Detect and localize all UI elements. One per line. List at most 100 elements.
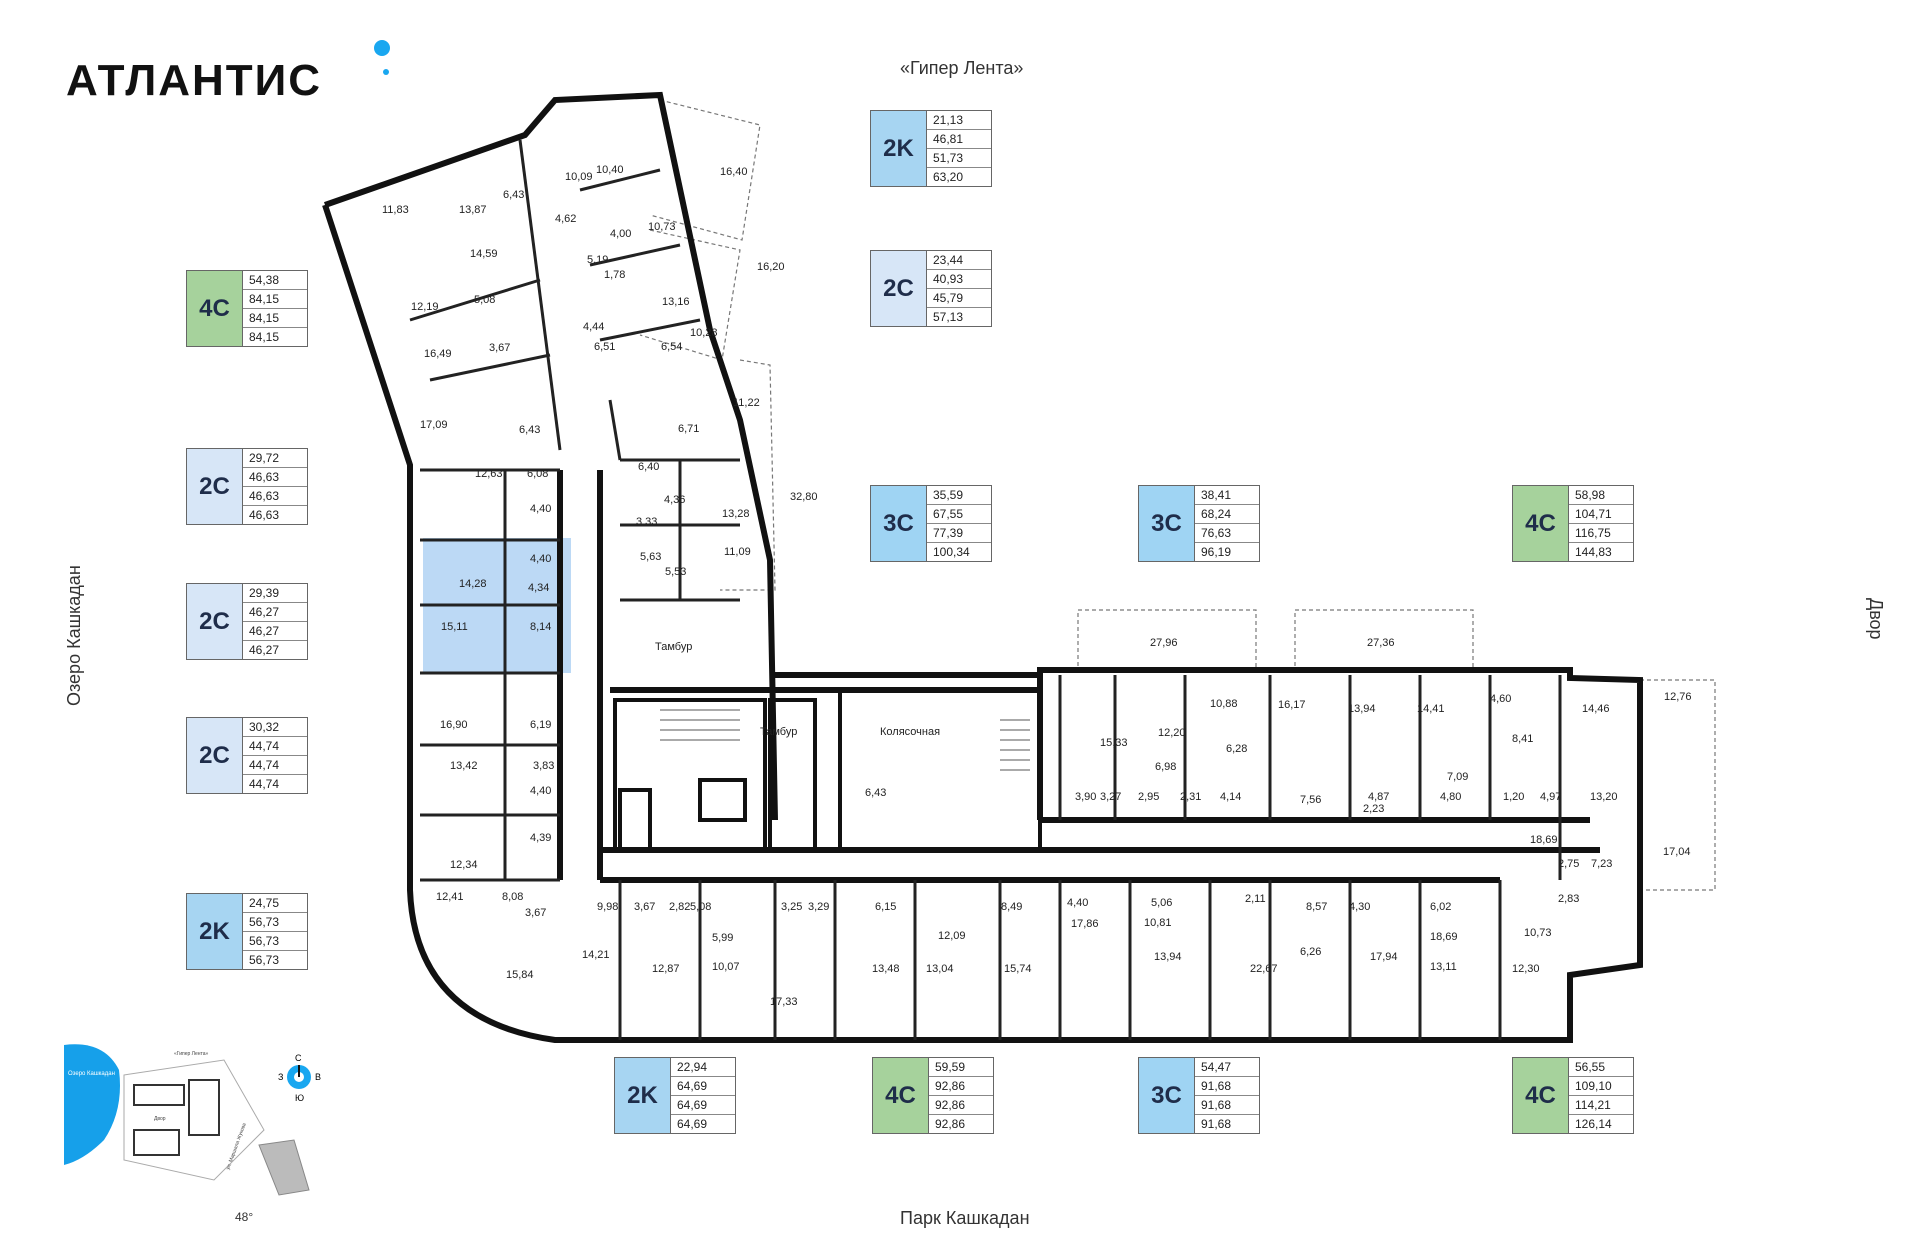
room-area-label: 2,82 [669, 901, 690, 913]
apartment-area-value: 91,68 [1201, 1117, 1232, 1131]
room-area-label: 14,28 [459, 578, 487, 590]
apartment-area-value: 68,24 [1195, 505, 1259, 524]
room-area-label: 27,96 [1150, 637, 1178, 649]
room-area-label: 3,67 [525, 907, 546, 919]
room-area-label: 22,67 [1250, 963, 1278, 975]
apartment-area-value: 76,63 [1195, 524, 1259, 543]
minimap-lake-label: Озеро Кашкадан [68, 1071, 115, 1077]
room-area-label: 1,20 [1503, 791, 1524, 803]
room-area-label: 32,80 [790, 491, 818, 503]
room-area-label: 5,63 [640, 551, 661, 563]
room-area-label: 4,34 [528, 582, 549, 594]
apartment-area-value: 116,75 [1569, 524, 1633, 543]
compass-w: З [278, 1072, 283, 1082]
inner-walls [409, 139, 1562, 1040]
apartment-area-value: 22,94 [671, 1058, 735, 1077]
room-area-label: 8,57 [1306, 901, 1327, 913]
room-area-label: 16,17 [1278, 699, 1306, 711]
room-area-label: 12,34 [450, 859, 478, 871]
room-area-label: 6,19 [530, 719, 551, 731]
room-area-label: 18,69 [1530, 834, 1558, 846]
compass-s: Ю [295, 1093, 304, 1103]
apartment-area-value: 29,39 [243, 584, 307, 603]
apartment-area-value: 114,21 [1569, 1096, 1633, 1115]
room-area-label: 4,80 [1440, 791, 1461, 803]
room-area-label: 12,20 [1158, 727, 1186, 739]
logo-dot [374, 40, 390, 56]
apartment-area-value: 91,68 [1195, 1077, 1259, 1096]
room-area-label: 4,36 [664, 494, 685, 506]
apartment-area-value: 84,15 [249, 330, 280, 344]
room-area-label: 4,60 [1490, 693, 1511, 705]
room-area-label: 8,41 [1512, 733, 1533, 745]
room-area-label: 13,20 [1590, 791, 1618, 803]
room-area-label: 17,86 [1071, 918, 1099, 930]
apartment-area-value: 46,27 [243, 622, 307, 641]
apartment-area-value: 104,71 [1569, 505, 1633, 524]
apartment-area-value: 38,41 [1195, 486, 1259, 505]
apartment-area-value: 109,10 [1569, 1077, 1633, 1096]
room-area-label: 17,04 [1663, 846, 1691, 858]
room-area-label: 4,40 [1067, 897, 1088, 909]
room-area-label: 3,67 [634, 901, 655, 913]
room-area-label: 11,22 [733, 397, 760, 409]
apartment-area-value: 44,74 [243, 737, 307, 756]
apartment-area-value: 21,13 [927, 111, 991, 130]
room-area-label: 13,11 [1430, 961, 1457, 973]
room-area-label: 15,33 [1100, 737, 1128, 749]
room-area-label: 13,94 [1154, 951, 1182, 963]
room-area-label: 13,48 [872, 963, 900, 975]
room-area-label: 6,54 [661, 341, 682, 353]
room-area-label: 13,16 [662, 296, 690, 308]
compass-e: В [315, 1072, 321, 1082]
room-area-label: 3,27 [1100, 791, 1121, 803]
room-area-label: 1,78 [604, 269, 625, 281]
room-area-label: 2,23 [1363, 803, 1384, 815]
apartment-type-label: 4C [873, 1058, 929, 1133]
apartment-area-value: 96,19 [1201, 545, 1232, 559]
room-area-label: 4,14 [1220, 791, 1241, 803]
room-area-label: 6,51 [594, 341, 615, 353]
lake-shape [64, 1044, 120, 1165]
apartment-area-value: 44,74 [249, 777, 280, 791]
apartment-area-value: 56,73 [243, 913, 307, 932]
room-area-label: 13,42 [450, 760, 478, 772]
room-area-label: 14,59 [470, 248, 498, 260]
minimap-yard-label: Двор [154, 1116, 166, 1122]
room-area-label: 15,11 [441, 621, 468, 633]
apartment-type-label: 2K [871, 111, 927, 186]
room-area-label: 13,87 [459, 204, 487, 216]
room-area-label: 4,97 [1540, 791, 1561, 803]
apartment-area-value: 54,38 [243, 271, 307, 290]
room-area-label: 16,49 [424, 348, 452, 360]
apartment-area-value: 30,32 [243, 718, 307, 737]
apartment-area-value: 92,86 [935, 1117, 966, 1131]
room-area-label: 3,83 [533, 760, 554, 772]
room-area-label: 13,94 [1348, 703, 1376, 715]
apartment-area-value: 63,20 [933, 170, 964, 184]
room-area-label: 6,26 [1300, 946, 1321, 958]
room-area-label: 6,15 [875, 901, 896, 913]
room-area-label: 5,06 [1151, 897, 1172, 909]
